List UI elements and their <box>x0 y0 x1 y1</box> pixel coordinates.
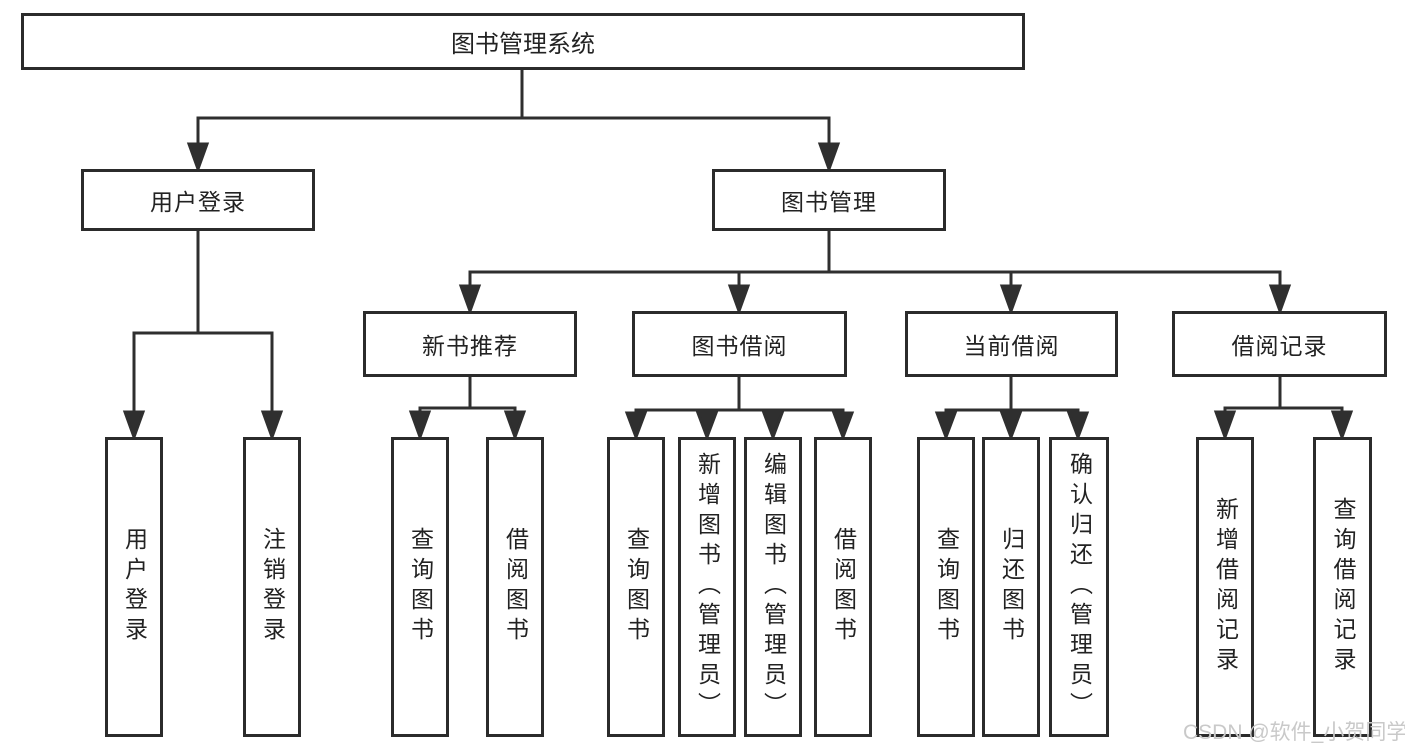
node-label: 图书管理 <box>781 189 877 215</box>
node-label: 新书推荐 <box>422 333 518 359</box>
leaf-label: 用户登录 <box>121 527 148 647</box>
arrowhead-icon <box>1213 410 1237 442</box>
leaf-query-books-borrow: 查询图书 <box>607 437 665 737</box>
leaf-label: 查询图书 <box>407 527 434 647</box>
arrowhead-icon <box>761 411 785 442</box>
arrowhead-icon <box>122 410 146 442</box>
leaf-borrow-books: 借阅图书 <box>814 437 872 737</box>
leaf-confirm-return-admin: 确认归还（管理员） <box>1049 437 1109 737</box>
arrowhead-icon <box>1066 411 1090 442</box>
leaf-label: 归还图书 <box>998 527 1025 647</box>
leaf-add-books-admin: 新增图书（管理员） <box>678 437 736 737</box>
arrowhead-icon <box>503 410 527 442</box>
leaf-label: 编辑图书（管理员） <box>760 452 787 722</box>
arrowhead-icon <box>624 411 648 442</box>
arrowhead-icon <box>999 284 1023 316</box>
node-current-borrowing: 当前借阅 <box>905 311 1118 377</box>
arrowhead-icon <box>934 411 958 442</box>
leaf-borrow-books-recommend: 借阅图书 <box>486 437 544 737</box>
leaf-label: 查询图书 <box>623 527 650 647</box>
node-book-borrowing: 图书借阅 <box>632 311 847 377</box>
leaf-label: 确认归还（管理员） <box>1066 452 1093 722</box>
arrowhead-icon <box>1330 410 1354 442</box>
leaf-label: 注销登录 <box>259 527 286 647</box>
node-library-management-system: 图书管理系统 <box>21 13 1025 70</box>
leaf-edit-books-admin: 编辑图书（管理员） <box>744 437 802 737</box>
node-label: 借阅记录 <box>1231 333 1328 359</box>
node-borrowing-records: 借阅记录 <box>1172 311 1387 377</box>
arrowhead-icon <box>186 142 210 174</box>
leaf-label: 新增借阅记录 <box>1212 497 1239 677</box>
arrowhead-icon <box>458 284 482 316</box>
arrowhead-icon <box>408 410 432 442</box>
node-label: 当前借阅 <box>963 333 1060 359</box>
arrowhead-icon <box>260 410 284 442</box>
tree-connectors <box>122 70 1354 442</box>
arrowhead-icon <box>831 411 855 442</box>
node-book-management: 图书管理 <box>712 169 946 231</box>
leaf-user-login: 用户登录 <box>105 437 163 737</box>
node-label: 图书管理系统 <box>451 31 595 58</box>
leaf-label: 查询图书 <box>933 527 960 647</box>
leaf-label: 借阅图书 <box>502 527 529 647</box>
arrowhead-icon <box>999 411 1023 442</box>
csdn-watermark: CSDN @软件_小贺同学 <box>1183 721 1405 744</box>
leaf-return-books: 归还图书 <box>982 437 1040 737</box>
leaf-logout: 注销登录 <box>243 437 301 737</box>
arrowhead-icon <box>817 142 841 174</box>
leaf-add-borrow-record: 新增借阅记录 <box>1196 437 1254 737</box>
leaf-query-books-current: 查询图书 <box>917 437 975 737</box>
leaf-label: 查询借阅记录 <box>1330 497 1356 677</box>
arrowhead-icon <box>695 411 719 442</box>
node-user-login: 用户登录 <box>81 169 315 231</box>
leaf-query-books-recommend: 查询图书 <box>391 437 449 737</box>
node-label: 图书借阅 <box>691 333 788 359</box>
node-new-book-recommendation: 新书推荐 <box>363 311 577 377</box>
leaf-label: 借阅图书 <box>830 527 857 647</box>
arrowhead-icon <box>1268 284 1292 316</box>
leaf-query-borrow-record: 查询借阅记录 <box>1313 437 1372 737</box>
leaf-label: 新增图书（管理员） <box>694 452 721 722</box>
arrowhead-icon <box>727 284 751 316</box>
node-label: 用户登录 <box>150 189 246 215</box>
